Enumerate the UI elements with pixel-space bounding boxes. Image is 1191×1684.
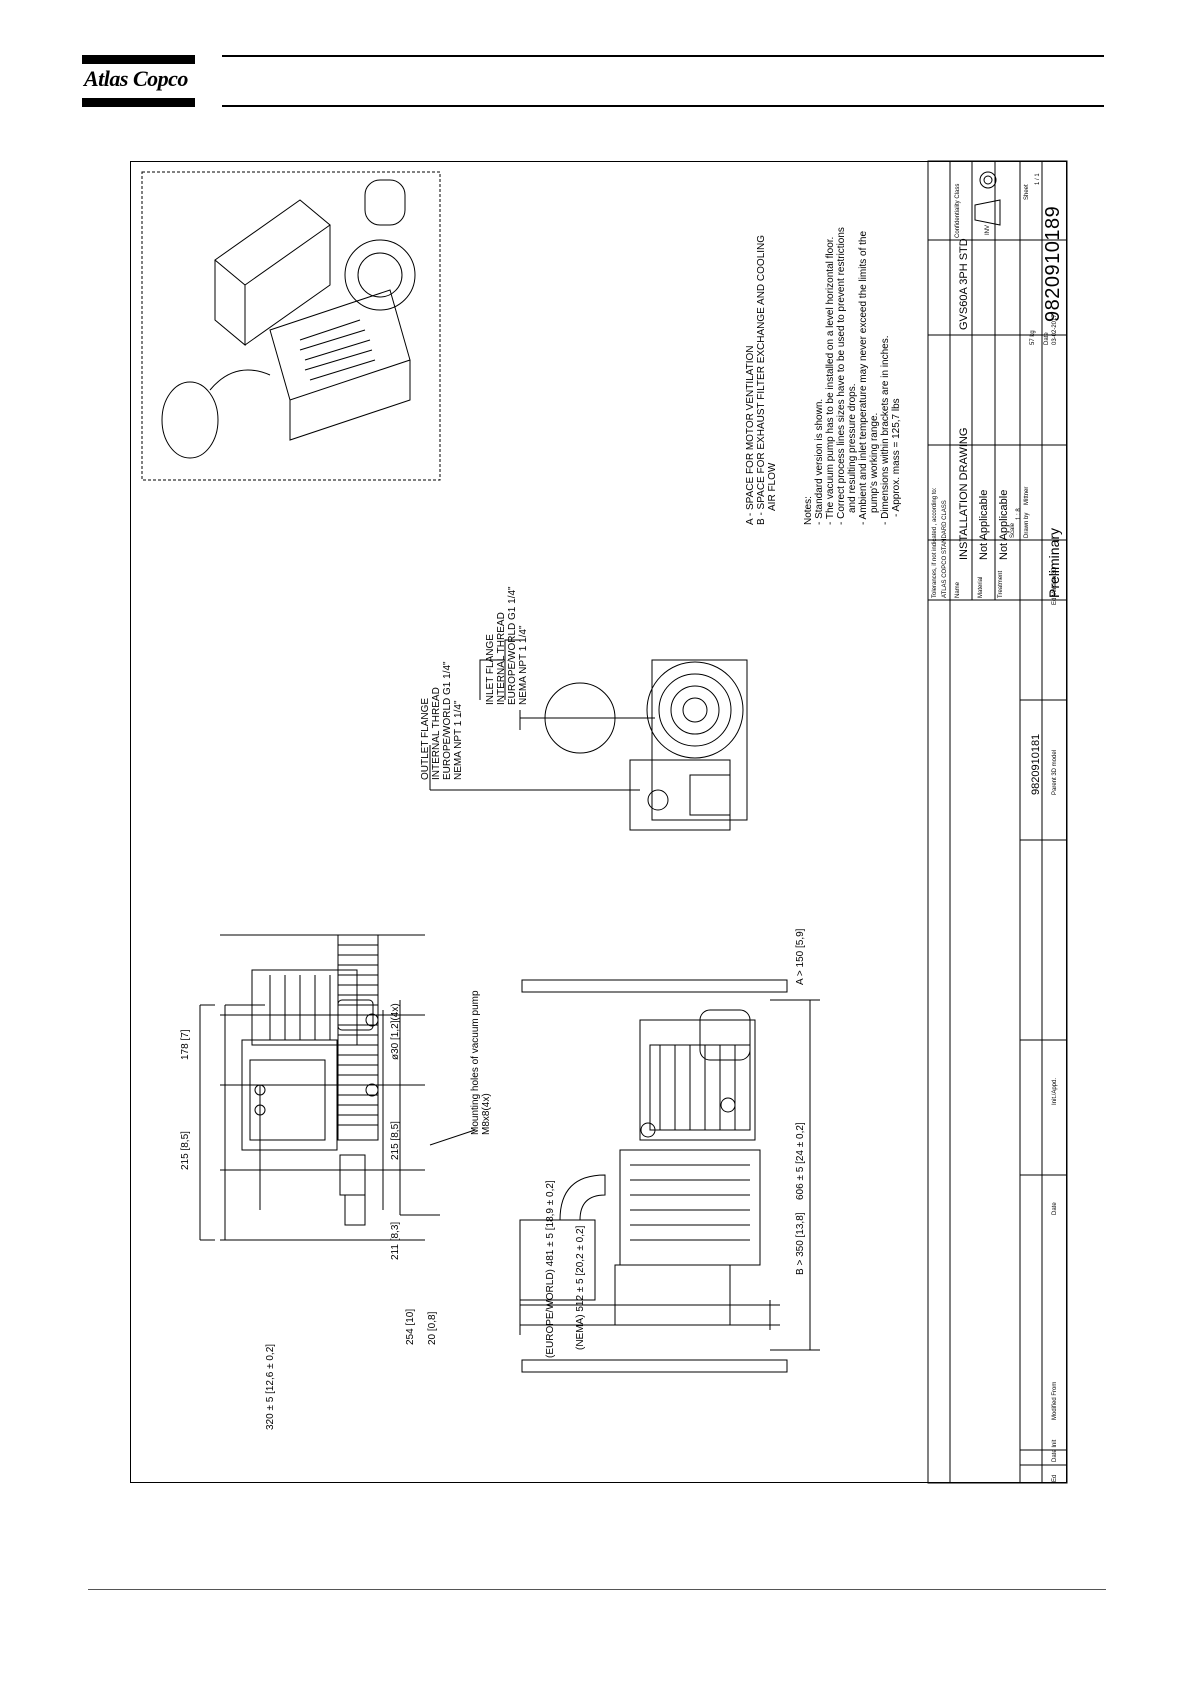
logo-bar-bottom: [82, 98, 195, 107]
tb-rev-ed: Ed: [1052, 1474, 1058, 1482]
tb-name-label: Name: [955, 581, 961, 598]
tb-treatment-value: Not Applicable: [998, 489, 1010, 560]
tb-scale-value: 1 : 8: [1016, 508, 1022, 520]
dim-nema: (NEMA) 512 ± 5 [20,2 ± 0,2]: [575, 1225, 586, 1350]
tb-parent-label: Parent 3D model: [1052, 749, 1058, 795]
tb-confidentiality: Confidentiality Class: [955, 183, 961, 238]
tb-weight: 57 kg: [1030, 330, 1036, 345]
dim-211: 211 [8,3]: [390, 1221, 401, 1260]
tb-drawn-label: Drawn by: [1024, 512, 1030, 538]
header-rule-bottom: [222, 105, 1104, 107]
dim-178: 178 [7]: [180, 1029, 191, 1060]
notes-block: Notes: - Standard version is shown. - Th…: [803, 227, 902, 525]
tb-conf-value: INV: [985, 224, 991, 235]
dim-606: 606 ± 5 [24 ± 0,2]: [795, 1122, 806, 1200]
tb-material-label: Material: [978, 576, 984, 598]
header-rule-top: [222, 55, 1104, 57]
company-logo: Atlas Copco: [84, 66, 188, 91]
dim-20: 20 [0,8]: [427, 1311, 438, 1345]
outlet-flange-label: OUTLET FLANGE INTERNAL THREAD EUROPE/WOR…: [420, 661, 464, 780]
tb-parent-number: 9820910181: [1030, 733, 1042, 795]
tb-sheet-value: 1 / 1: [1035, 173, 1041, 185]
tb-drawing-number: 9820910189: [1042, 205, 1064, 322]
tb-drawn-value: Mittner: [1024, 486, 1030, 505]
tb-rev-date-init: Date Init: [1052, 1439, 1058, 1462]
dim-30: ø30 [1,2](4x): [390, 1003, 401, 1060]
dim-254: 254 [10]: [405, 1308, 416, 1345]
tb-name-value: INSTALLATION DRAWING: [958, 427, 970, 560]
dim-euro: (EUROPE/WORLD) 481 ± 5 [18,9 ± 0,2]: [545, 1180, 556, 1358]
tb-treatment-label: Treatment: [998, 570, 1004, 598]
tb-rev-init: Init./Appd.: [1052, 1077, 1058, 1105]
mounting-holes-label: Mounting holes of vacuum pump M8x8(4x): [470, 990, 492, 1135]
tb-sheet-label: Sheet: [1024, 184, 1030, 200]
inlet-flange-label: INLET FLANGE INTERNAL THREAD EUROPE/WORL…: [485, 586, 529, 705]
tb-tolerances: Tolerances, if not indicated , according…: [932, 487, 938, 598]
space-labels: A - SPACE FOR MOTOR VENTILATION B - SPAC…: [745, 234, 778, 525]
logo-bar-top: [82, 55, 195, 64]
tb-material-value: Not Applicable: [978, 489, 990, 560]
dim-215-b: 215 [8,5]: [390, 1121, 401, 1160]
dim-215-a: 215 [8,5]: [180, 1131, 191, 1170]
tb-modified-from: Modified From: [1052, 1381, 1058, 1420]
tb-standard: ATLAS COPCO STANDARD CLASS: [942, 500, 948, 598]
tb-ed-version: Ed Version 3D: [1052, 566, 1058, 605]
tb-rev-date: Date: [1052, 1202, 1058, 1215]
tb-model: GVS60A 3PH STD: [958, 238, 970, 330]
dim-a150: A > 150 [5,9]: [795, 928, 806, 985]
footer-rule: [88, 1589, 1106, 1590]
tb-scale-label: Scale: [1010, 522, 1016, 538]
dim-b350: B > 350 [13,8]: [795, 1212, 806, 1275]
dim-320: 320 ± 5 [12,6 ± 0,2]: [265, 1343, 276, 1430]
tb-date-label: Date: [1044, 332, 1050, 345]
